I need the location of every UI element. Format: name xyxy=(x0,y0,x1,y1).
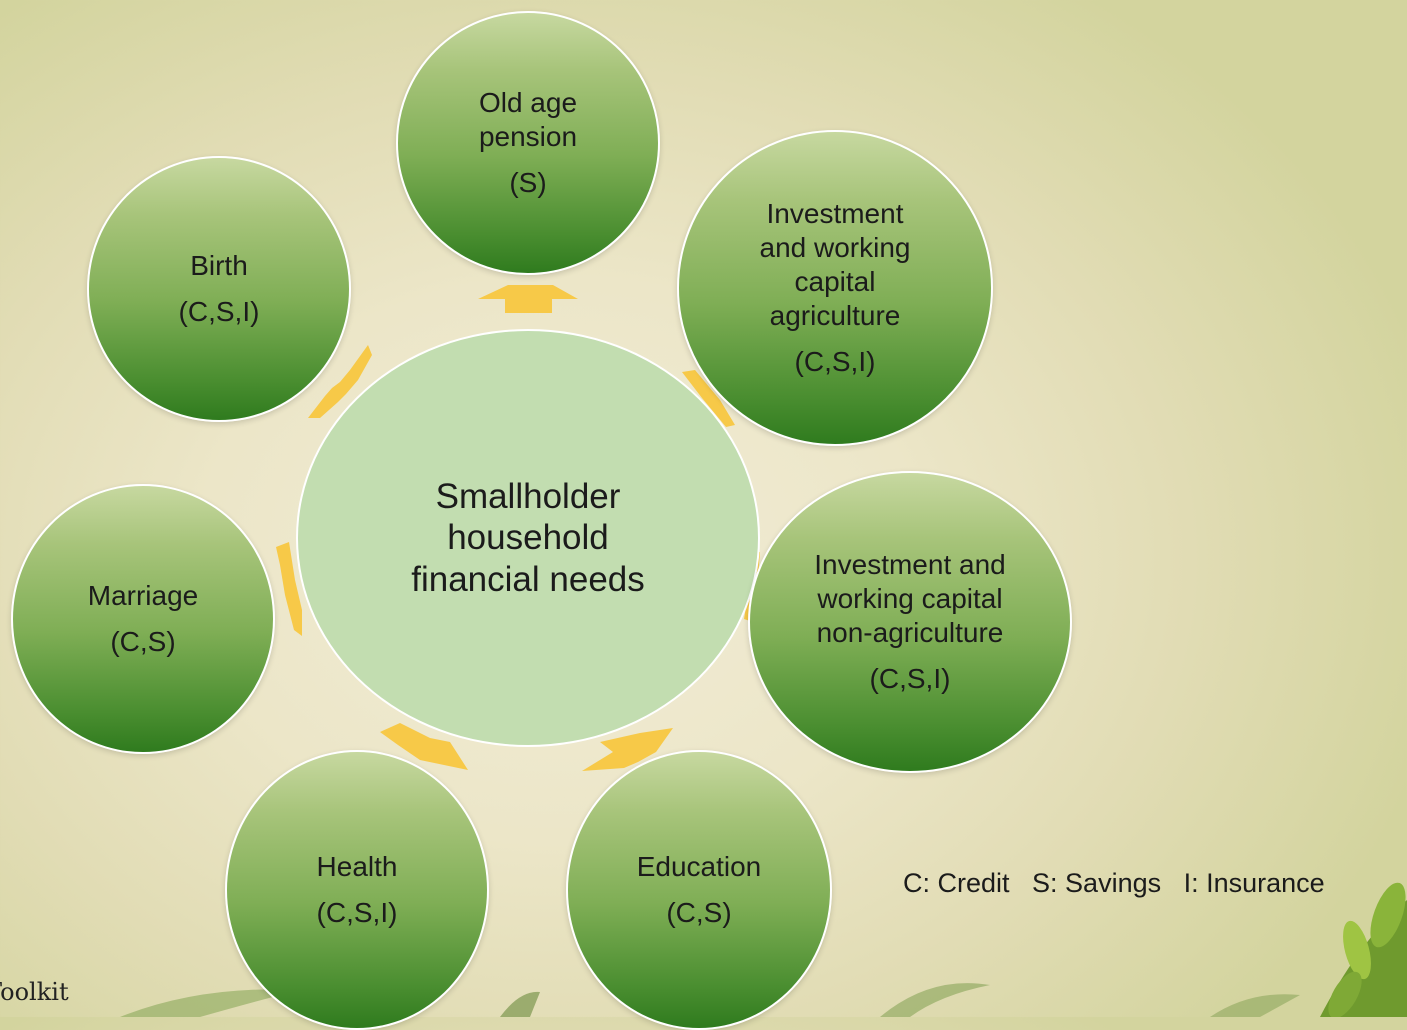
node-old-age-pension: Old age pension (S) xyxy=(396,11,660,275)
node-marriage: Marriage (C,S) xyxy=(11,484,275,754)
node-code: (S) xyxy=(509,167,547,199)
node-label: Investment and working capital agricultu… xyxy=(759,197,911,332)
node-code: (C,S,I) xyxy=(316,897,398,928)
center-circle: Smallholder household financial needs xyxy=(296,329,760,747)
node-code: (C,S,I) xyxy=(869,663,951,695)
node-code: (C,S,I) xyxy=(178,296,260,327)
node-label: Marriage xyxy=(87,579,199,611)
node-label: Health xyxy=(316,850,398,882)
arrow-to-investment-agriculture xyxy=(682,370,735,427)
node-birth: Birth (C,S,I) xyxy=(87,156,351,422)
node-label: Birth xyxy=(190,249,248,281)
arrow-to-old-age-pension xyxy=(478,285,578,313)
arrow-to-birth xyxy=(308,345,372,418)
leaf-sprig-icon xyxy=(1320,882,1407,1017)
node-health: Health (C,S,I) xyxy=(225,750,489,1030)
footer-text: Toolkit xyxy=(0,978,69,1006)
node-code: (C,S) xyxy=(110,626,176,657)
arrow-to-health xyxy=(380,723,468,770)
node-code: (C,S,I) xyxy=(794,346,876,378)
arrow-to-marriage xyxy=(276,542,302,636)
node-code: (C,S) xyxy=(666,897,732,928)
legend-text: C: Credit S: Savings I: Insurance xyxy=(903,868,1325,898)
node-label: Investment and working capital non-agric… xyxy=(814,548,1006,648)
center-label: Smallholder household financial needs xyxy=(411,477,645,599)
node-label: Education xyxy=(636,850,762,882)
node-label: Old age pension xyxy=(478,86,578,152)
node-investment-agriculture: Investment and working capital agricultu… xyxy=(677,130,993,446)
node-investment-non-agriculture: Investment and working capital non-agric… xyxy=(748,471,1072,773)
arrow-to-education xyxy=(582,728,673,771)
node-education: Education (C,S) xyxy=(566,750,832,1030)
